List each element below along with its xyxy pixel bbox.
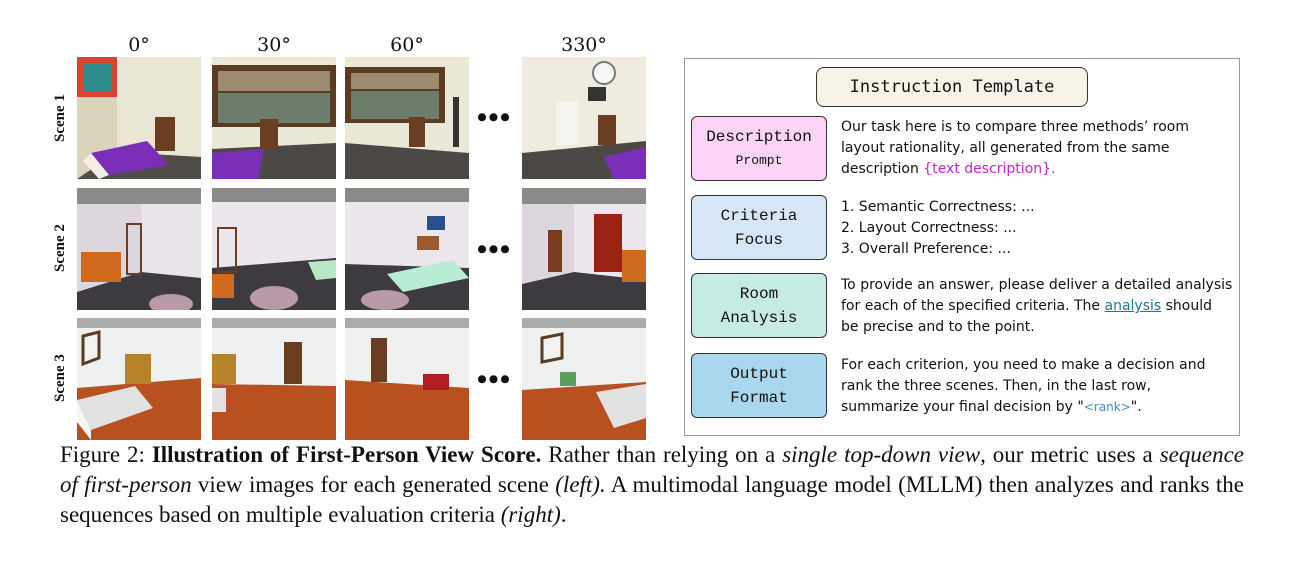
scene2-view-30 — [212, 188, 336, 310]
caption-text: A multimodal language model (MLLM) then … — [60, 472, 1245, 527]
step-label-line2: Prompt — [735, 152, 783, 168]
step-box-criteria-focus: Criteria Focus — [691, 195, 827, 260]
step-label-line1: Description — [706, 127, 812, 146]
analysis-link: analysis — [1104, 298, 1162, 314]
step-text-part: For each criterion, you need to make a d… — [841, 357, 1206, 415]
criteria-item: 3. Overall Preference: ... — [841, 241, 1011, 257]
scene1-view-60 — [345, 57, 469, 179]
scene3-view-60 — [345, 318, 469, 440]
angle-label-30: 30° — [257, 34, 291, 56]
caption-text: , our metric uses a — [980, 442, 1160, 467]
step-text-criteria-focus: 1. Semantic Correctness: ... 2. Layout C… — [841, 197, 1233, 260]
caption-text: Rather than relying on a — [541, 442, 783, 467]
step-box-description-prompt: Description Prompt — [691, 116, 827, 181]
caption-italic: (left). — [555, 472, 606, 497]
text-description-placeholder: {text description} — [923, 161, 1052, 177]
caption-italic: single top-down view — [782, 442, 981, 467]
step-text-description-prompt: Our task here is to compare three method… — [841, 117, 1233, 180]
caption-text: . — [560, 502, 567, 527]
step-label-line2: Analysis — [720, 308, 798, 327]
scene-label-2: Scene 2 — [52, 224, 68, 272]
criteria-item: 2. Layout Correctness: ... — [841, 220, 1017, 236]
scene-label-3: Scene 3 — [52, 354, 68, 402]
scene2-view-60 — [345, 188, 469, 310]
scene1-view-0 — [77, 57, 201, 179]
step-label-line1: Room — [739, 284, 779, 303]
figure-caption: Figure 2: Illustration of First-Person V… — [60, 440, 1244, 530]
step-text-room-analysis: To provide an answer, please deliver a d… — [841, 275, 1233, 338]
ellipsis-scene3: ••• — [476, 363, 512, 396]
step-text-part: . — [1051, 161, 1056, 177]
caption-title: Illustration of First-Person View Score. — [151, 442, 542, 467]
scene3-view-30 — [212, 318, 336, 440]
step-label-line1: Output — [730, 364, 788, 383]
step-label-line1: Criteria — [720, 206, 798, 225]
step-label-line2: Focus — [734, 230, 783, 249]
caption-label: Figure 2: — [60, 442, 152, 467]
caption-italic: sequence of first-person — [60, 442, 1245, 497]
scene2-view-330 — [522, 188, 646, 310]
caption-text: view images for each generated scene — [191, 472, 556, 497]
angle-label-330: 330° — [561, 34, 607, 56]
step-label-line2: Format — [730, 388, 788, 407]
angle-label-60: 60° — [390, 34, 424, 56]
step-text-part: ". — [1130, 399, 1142, 415]
step-text-part: To provide an answer, please deliver a d… — [841, 277, 1233, 314]
criteria-item: 1. Semantic Correctness: ... — [841, 199, 1035, 215]
step-text-output-format: For each criterion, you need to make a d… — [841, 355, 1233, 418]
rank-token: <rank> — [1083, 400, 1131, 414]
caption-italic: (right) — [500, 502, 561, 527]
step-box-output-format: Output Format — [691, 353, 827, 418]
scene1-view-330 — [522, 57, 646, 179]
scene-label-1: Scene 1 — [52, 94, 68, 142]
ellipsis-scene2: ••• — [476, 233, 512, 266]
angle-label-0: 0° — [128, 34, 150, 56]
step-box-room-analysis: Room Analysis — [691, 273, 827, 338]
scene1-view-30 — [212, 57, 336, 179]
scene2-view-0 — [77, 188, 201, 310]
instruction-panel: Instruction Template Description Prompt … — [684, 58, 1240, 436]
ellipsis-scene1: ••• — [476, 101, 512, 134]
scene3-view-0 — [77, 318, 201, 440]
step-text-part: Our task here is to compare three method… — [841, 119, 1189, 177]
scene3-view-330 — [522, 318, 646, 440]
step-text-part: should be precise and to the point. — [841, 298, 1213, 335]
instruction-template-title: Instruction Template — [816, 67, 1088, 107]
